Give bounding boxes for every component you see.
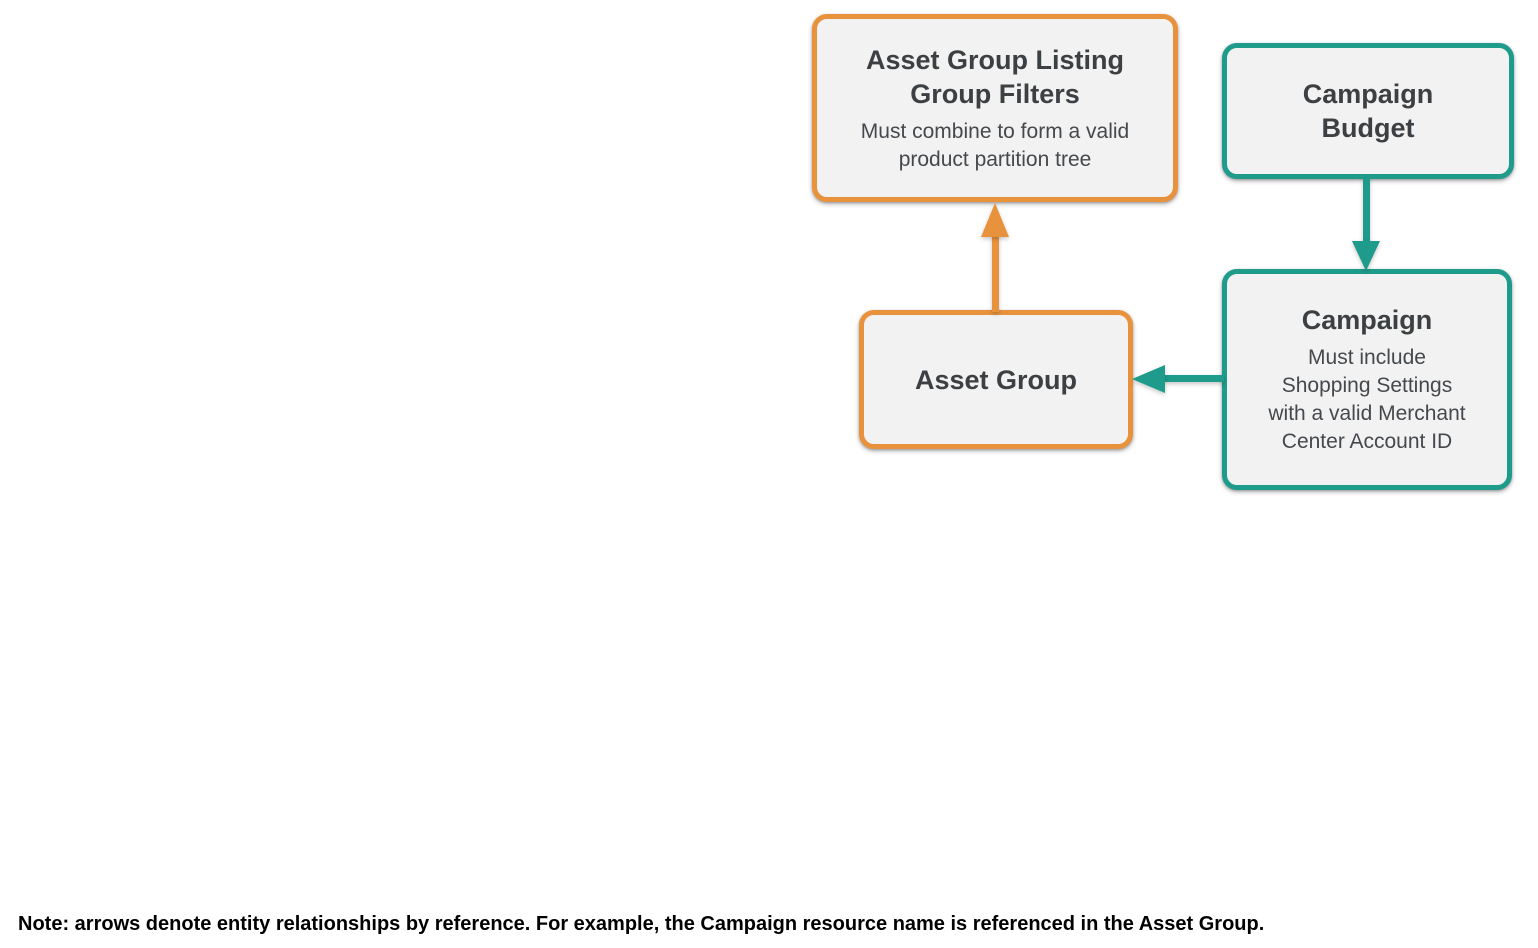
node-asset-group: Asset Group bbox=[859, 310, 1133, 449]
node-subtitle: Must include Shopping Settings with a va… bbox=[1268, 346, 1466, 453]
arrow-left-icon bbox=[1132, 365, 1165, 393]
arrow-up-icon bbox=[981, 203, 1009, 237]
node-title: Asset Group bbox=[914, 364, 1078, 395]
arrow-down-icon bbox=[1352, 241, 1380, 271]
node-campaign: Campaign Must include Shopping Settings … bbox=[1222, 269, 1512, 490]
node-title: Campaign Budget bbox=[1302, 79, 1434, 143]
arrow-shaft bbox=[1164, 375, 1224, 382]
node-title: Campaign bbox=[1301, 305, 1433, 335]
footnote: Note: arrows denote entity relationships… bbox=[18, 913, 1265, 935]
node-title: Asset Group Listing Group Filters bbox=[865, 44, 1125, 109]
arrow-shaft bbox=[1363, 178, 1370, 243]
node-asset-group-listing-group-filters: Asset Group Listing Group Filters Must c… bbox=[812, 14, 1178, 202]
node-subtitle: Must combine to form a valid product par… bbox=[860, 119, 1130, 171]
arrow-shaft bbox=[992, 234, 999, 312]
node-campaign-budget: Campaign Budget bbox=[1222, 43, 1514, 179]
